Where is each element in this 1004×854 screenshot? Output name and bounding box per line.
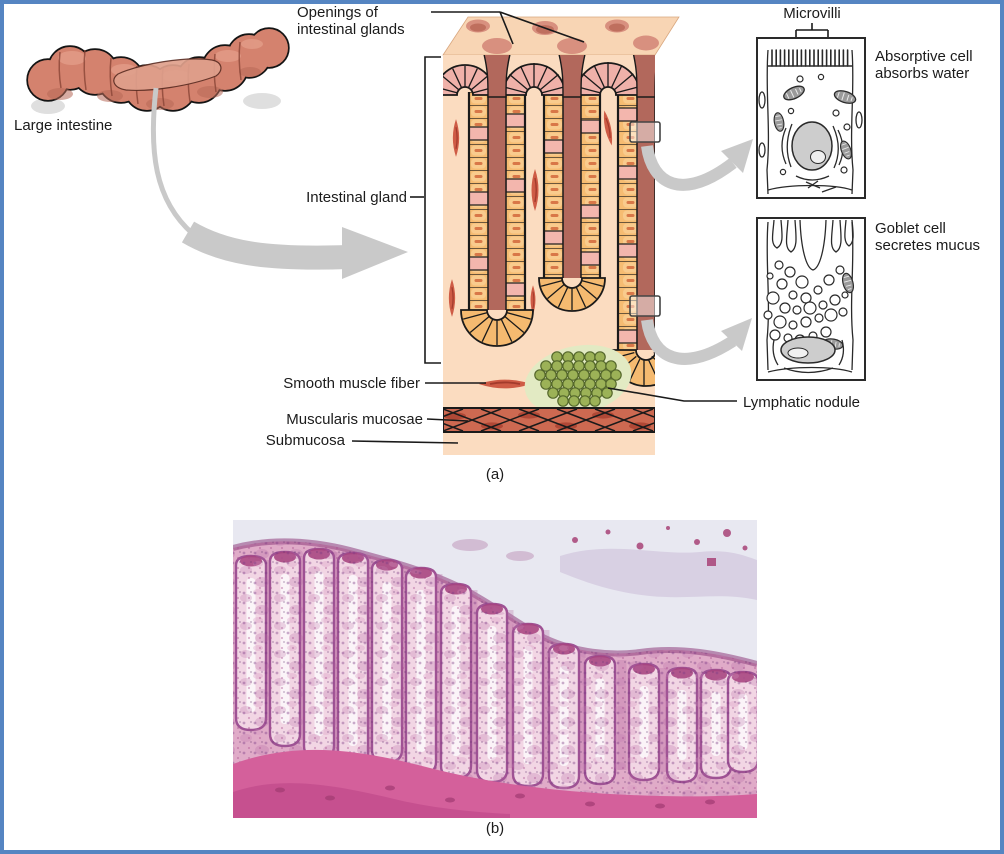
large-intestine-illustration	[26, 27, 290, 114]
microvilli-label: Microvilli	[783, 5, 841, 22]
sample-arrow	[150, 87, 408, 279]
gland-openings-top	[466, 19, 659, 54]
absorptive-cell-label: Absorptive cell absorbs water	[875, 48, 973, 83]
submucosa-label-line	[351, 440, 459, 444]
intestinal-gland-bracket	[424, 56, 441, 364]
gland-b	[538, 92, 606, 312]
lymphatic-label-line	[607, 387, 737, 402]
micrograph	[233, 520, 757, 818]
nucleus	[791, 121, 833, 171]
intestinal-gland-label: Intestinal gland	[306, 189, 407, 206]
surface-epithelium-domes	[443, 62, 641, 96]
smooth-muscle-fiber-label: Smooth muscle fiber	[283, 375, 420, 392]
highlight-box-absorptive	[629, 121, 661, 143]
gland-mouth-funnels	[483, 55, 655, 98]
lymphatic-nodule-label: Lymphatic nodule	[743, 394, 861, 411]
debris	[572, 526, 748, 566]
absorptive-cell-box	[756, 37, 866, 199]
muscularis-mucosae-label: Muscularis mucosae	[286, 411, 423, 428]
tissue-block	[442, 16, 680, 455]
lymphatic-nodule	[524, 344, 632, 416]
intestinal-glands	[443, 55, 655, 433]
goblet-cell-label: Goblet cell secretes mucus	[875, 220, 981, 255]
label-lines	[351, 11, 829, 444]
zoom-arrow-goblet	[641, 318, 752, 365]
gland-a	[460, 92, 534, 347]
large-intestine-label: Large intestine	[14, 117, 113, 134]
zoom-arrow-absorptive	[641, 139, 753, 191]
openings-label-line	[431, 11, 585, 45]
goblet-cell-box	[756, 217, 866, 381]
openings-label: Openings of intestinal glands	[297, 4, 405, 39]
highlight-box-goblet	[629, 295, 661, 317]
microvilli-bracket	[795, 23, 829, 38]
goblet-neck	[771, 219, 854, 271]
submucosa-label: Submucosa	[265, 432, 345, 449]
muscularis-mucosae-band	[443, 407, 655, 433]
muscularis-label-line	[426, 418, 469, 422]
panel-b-label: (b)	[485, 820, 505, 837]
panel-a-label: (a)	[485, 466, 505, 483]
mucin-granules	[763, 260, 849, 346]
nucleus	[780, 336, 836, 364]
